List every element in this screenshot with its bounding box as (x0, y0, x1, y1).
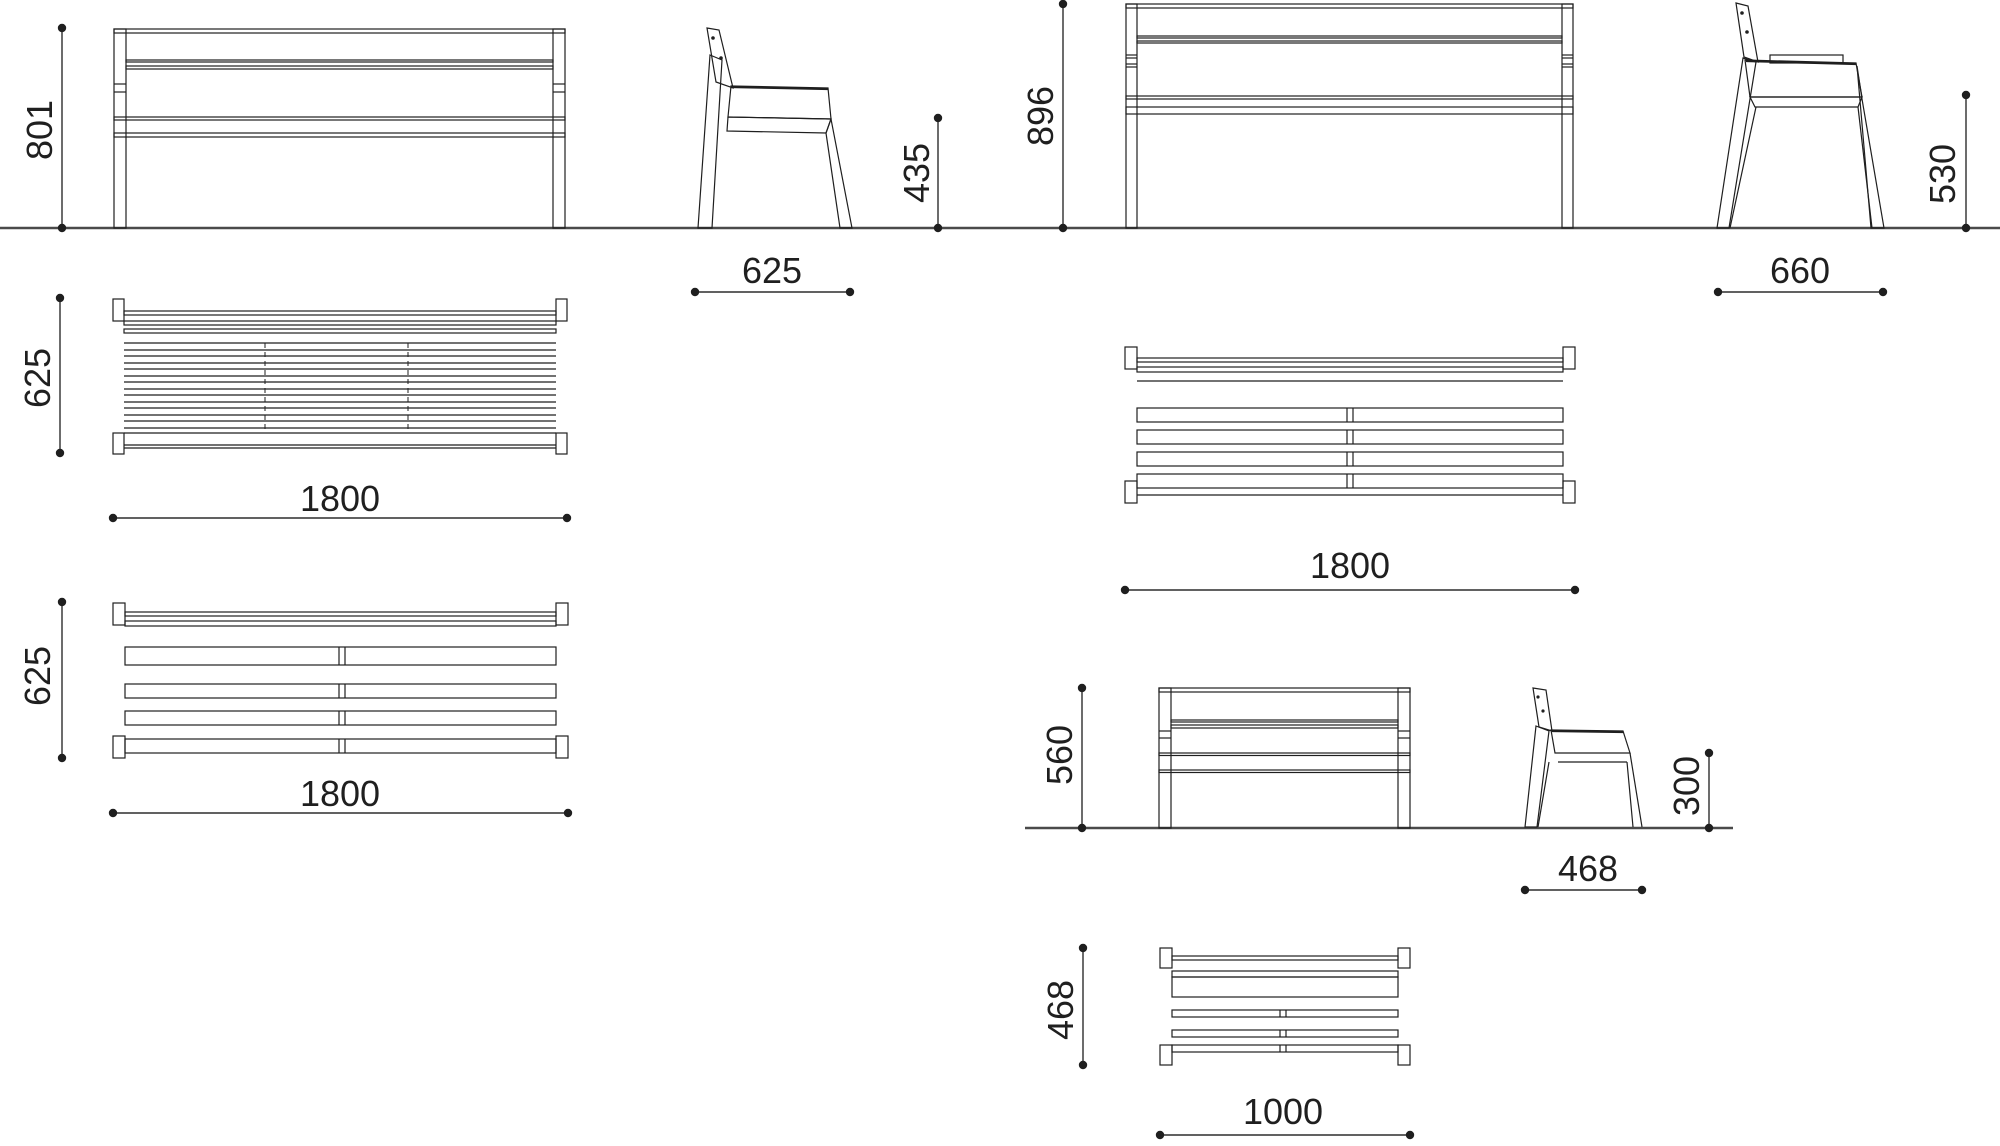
dim-label-plan-a1-length: 1800 (300, 478, 380, 519)
dim-label-bench-a-height: 801 (19, 100, 60, 160)
dim-label-plan-a1-depth: 625 (17, 348, 58, 408)
dim-label-plan-a2-depth: 625 (17, 646, 58, 706)
dim-label-bench-a-side-depth: 625 (742, 250, 802, 291)
board-joint-ticks (1279, 1010, 1287, 1052)
dim-label-plan-a2-length: 1800 (300, 773, 380, 814)
dim-label-plan-c-length: 1000 (1243, 1091, 1323, 1132)
dim-bench-c-side-depth: 468 (1520, 848, 1647, 895)
dim-label-plan-b-length: 1800 (1310, 545, 1390, 586)
bench-c-side-view (1524, 687, 1643, 828)
dim-plan-c-length: 1000 (1155, 1091, 1415, 1140)
dim-plan-a1-depth: 625 (17, 293, 65, 458)
dim-plan-a2-depth: 625 (17, 597, 67, 763)
dim-label-bench-b-side-depth: 660 (1770, 250, 1830, 291)
dim-label-bench-c-seat-height: 300 (1666, 756, 1707, 816)
dim-bench-b-height: 896 (1020, 0, 1068, 233)
dim-label-bench-a-seat-height: 435 (896, 143, 937, 203)
board-joint-ticks (338, 647, 346, 753)
dim-label-bench-c-height: 560 (1039, 725, 1080, 785)
dim-plan-b-length: 1800 (1120, 545, 1580, 595)
dim-bench-a-seat-height: 435 (896, 113, 943, 233)
bench-a-side-view (697, 27, 853, 229)
dim-bench-a-side-depth: 625 (690, 250, 855, 297)
dim-bench-c-seat-height: 300 (1666, 748, 1714, 833)
bench-a-front-view (113, 28, 566, 229)
bench-b-front-view (1125, 3, 1574, 229)
dim-plan-a2-length: 1800 (108, 773, 573, 818)
bench-b-side-view (1716, 2, 1885, 229)
dim-bench-b-side-depth: 660 (1713, 250, 1888, 297)
slat-lines (124, 342, 556, 449)
dim-label-bench-b-height: 896 (1020, 86, 1061, 146)
bench-c-front-view (1158, 687, 1411, 829)
board-joint-ticks (1346, 408, 1354, 488)
dim-bench-a-height: 801 (19, 23, 67, 233)
dim-label-plan-c-depth: 468 (1040, 980, 1081, 1040)
plan-view-bench-a-slatted (112, 298, 568, 455)
dim-plan-a1-length: 1800 (108, 478, 572, 523)
plan-view-bench-c (1159, 947, 1411, 1066)
dim-label-bench-c-side-depth: 468 (1558, 848, 1618, 889)
plan-view-bench-b (1124, 346, 1576, 504)
dim-bench-b-seat-height: 530 (1922, 90, 1971, 233)
dim-bench-c-height: 560 (1039, 683, 1087, 833)
plan-view-bench-a (112, 602, 569, 759)
dim-label-bench-b-seat-height: 530 (1922, 144, 1963, 204)
dim-plan-c-depth: 468 (1040, 943, 1088, 1070)
